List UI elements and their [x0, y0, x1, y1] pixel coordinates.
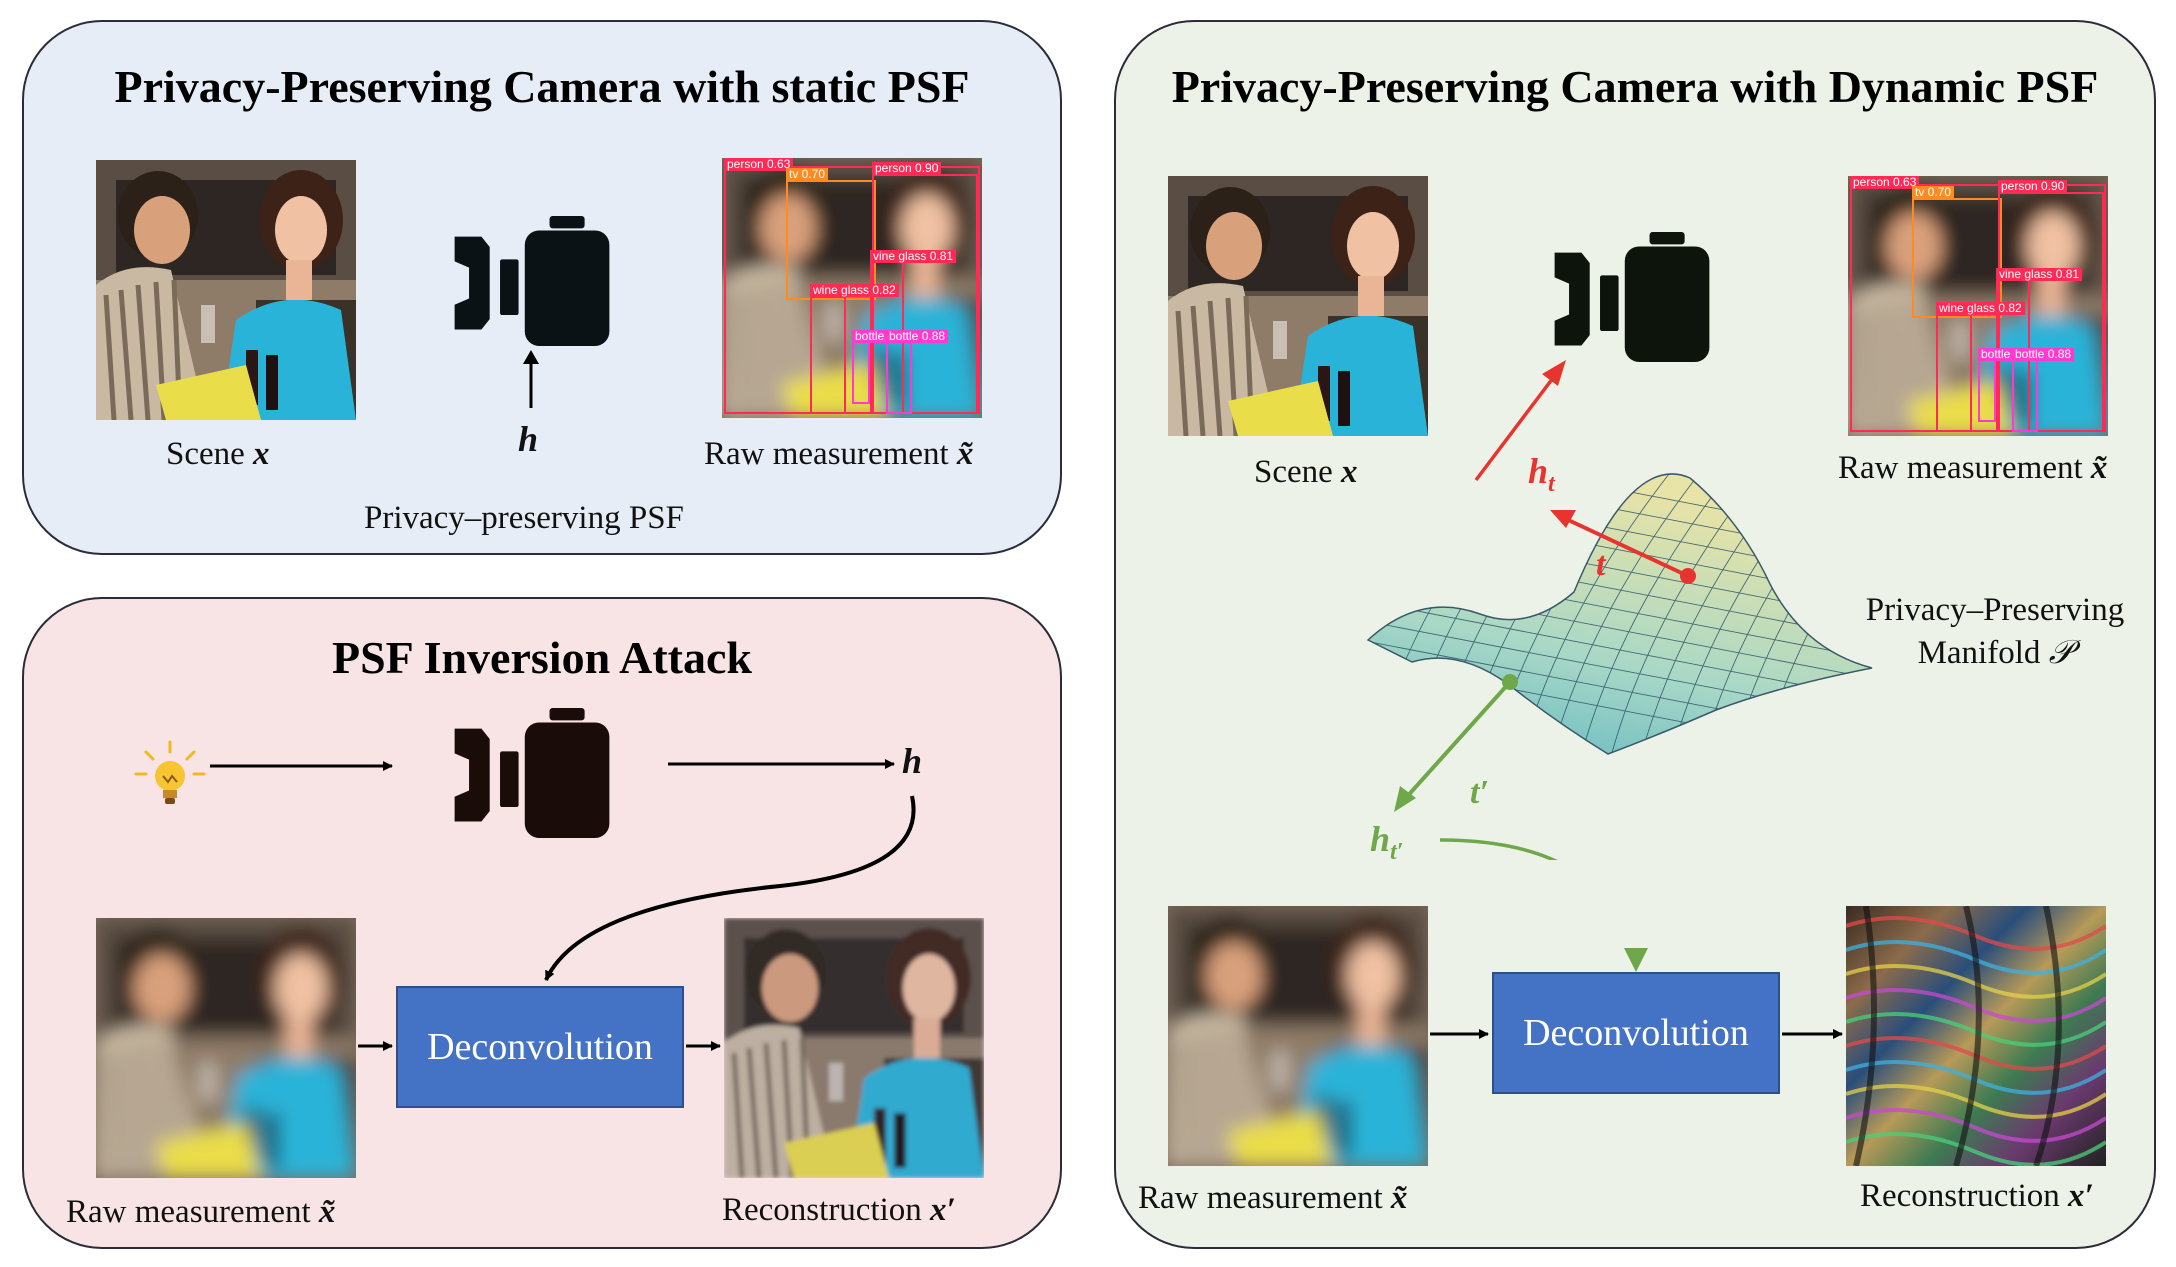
deconvolution-block: Deconvolution	[396, 986, 684, 1108]
detection-tag: tv 0.70	[1912, 186, 1955, 199]
raw-measurement-image	[1168, 906, 1428, 1166]
detection-tag: wine glass 0.82	[810, 284, 899, 297]
reconstruction-caption: Reconstruction x′	[1860, 1178, 2094, 1214]
dynamic-panel-title: Privacy-Preserving Camera with Dynamic P…	[1171, 61, 2099, 112]
camera-icon	[454, 216, 610, 346]
reconstruction-image	[724, 918, 984, 1178]
tprime-label: t′	[1470, 774, 1490, 811]
reconstruction-image	[1846, 906, 2106, 1166]
detection-tag: tv 0.70	[786, 168, 829, 181]
detection-tag: vine glass 0.81	[870, 250, 957, 263]
detection-tag: wine glass 0.82	[1936, 302, 2025, 315]
t-label: t	[1596, 546, 1606, 583]
detection-box	[2012, 354, 2038, 432]
raw-measurement-caption: Raw measurement x̃	[66, 1194, 336, 1230]
detection-box	[1978, 354, 1996, 422]
scene-image	[96, 160, 356, 420]
deconvolution-block: Deconvolution	[1492, 972, 1780, 1094]
detection-box	[810, 296, 846, 414]
scene-image	[1168, 176, 1428, 436]
detection-box	[724, 166, 980, 414]
static-panel-title: Privacy-Preserving Camera with static PS…	[114, 61, 970, 112]
detection-tag: person 0.63	[724, 158, 794, 171]
raw-measurement-image: person 0.63 tv 0.70 person 0.90 vine gla…	[722, 158, 982, 418]
detection-tag: bottle 0.88	[2012, 348, 2075, 361]
detection-tag: bottle	[852, 330, 888, 343]
detection-tag: vine glass 0.81	[1996, 268, 2083, 281]
detection-box	[1850, 184, 2106, 432]
detection-box	[886, 336, 912, 414]
psf-symbol: h	[518, 419, 539, 459]
raw-measurement-caption: Raw measurement x̃	[1138, 1180, 1408, 1216]
detection-tag: bottle 0.88	[886, 330, 949, 343]
detection-tag: person 0.90	[1998, 180, 2068, 193]
detection-tag: person 0.63	[1850, 176, 1920, 189]
camera-icon	[1554, 232, 1710, 362]
psf-tprime-symbol: ht′	[1370, 819, 1404, 866]
reconstruction-caption: Reconstruction x′	[722, 1192, 956, 1228]
detection-box	[1936, 314, 1972, 432]
raw-measurement-caption: Raw measurement x̃	[704, 436, 974, 472]
detection-box	[786, 180, 876, 300]
raw-measurement-caption: Raw measurement x̃	[1838, 450, 2108, 486]
attack-panel-title: PSF Inversion Attack	[332, 632, 752, 683]
raw-measurement-image: person 0.63 tv 0.70 person 0.90 vine gla…	[1848, 176, 2108, 436]
scene-caption: Scene x	[1254, 454, 1358, 490]
manifold-caption: Privacy–Preserving Manifold 𝒫	[1865, 592, 2125, 671]
detection-box	[852, 336, 870, 404]
raw-measurement-image	[96, 918, 356, 1178]
detection-box	[1912, 198, 2002, 318]
camera-icon	[454, 708, 610, 838]
detection-tag: person 0.90	[872, 162, 942, 175]
detection-tag: bottle	[1978, 348, 2014, 361]
psf-symbol: h	[902, 741, 923, 781]
privacy-psf-caption: Privacy–preserving PSF	[364, 500, 684, 536]
psf-t-symbol: ht	[1528, 451, 1555, 498]
scene-caption: Scene x	[166, 436, 270, 472]
